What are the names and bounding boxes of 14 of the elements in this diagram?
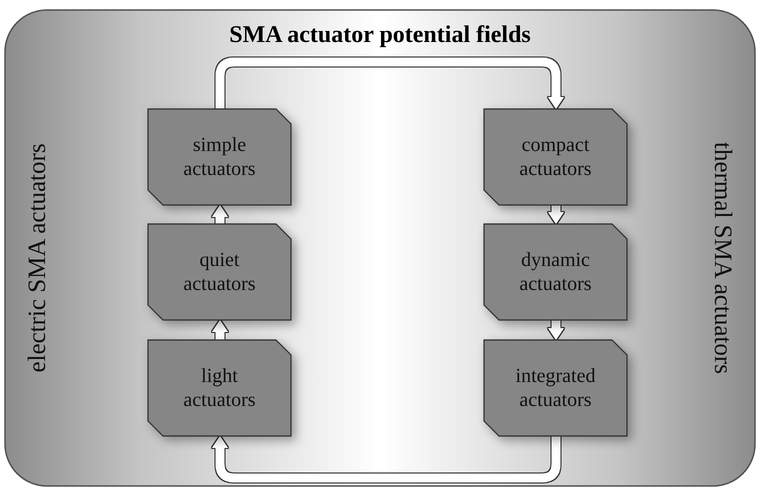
arrow bbox=[212, 436, 560, 482]
box-label: integrated actuators bbox=[514, 364, 596, 412]
side-label: thermal SMA actuators bbox=[708, 142, 736, 374]
diagram-title: SMA actuator potential fields bbox=[229, 22, 531, 49]
box-label: light actuators bbox=[182, 364, 257, 412]
box-label: quiet actuators bbox=[182, 248, 257, 296]
box-label: dynamic actuators bbox=[518, 248, 593, 296]
arrow bbox=[212, 205, 228, 224]
arrow bbox=[548, 320, 564, 340]
box-label: compact actuators bbox=[518, 133, 593, 181]
arrow bbox=[212, 320, 228, 340]
box-label: simple actuators bbox=[182, 133, 257, 181]
side-label: electric SMA actuators bbox=[24, 143, 52, 373]
arrow bbox=[548, 205, 564, 224]
